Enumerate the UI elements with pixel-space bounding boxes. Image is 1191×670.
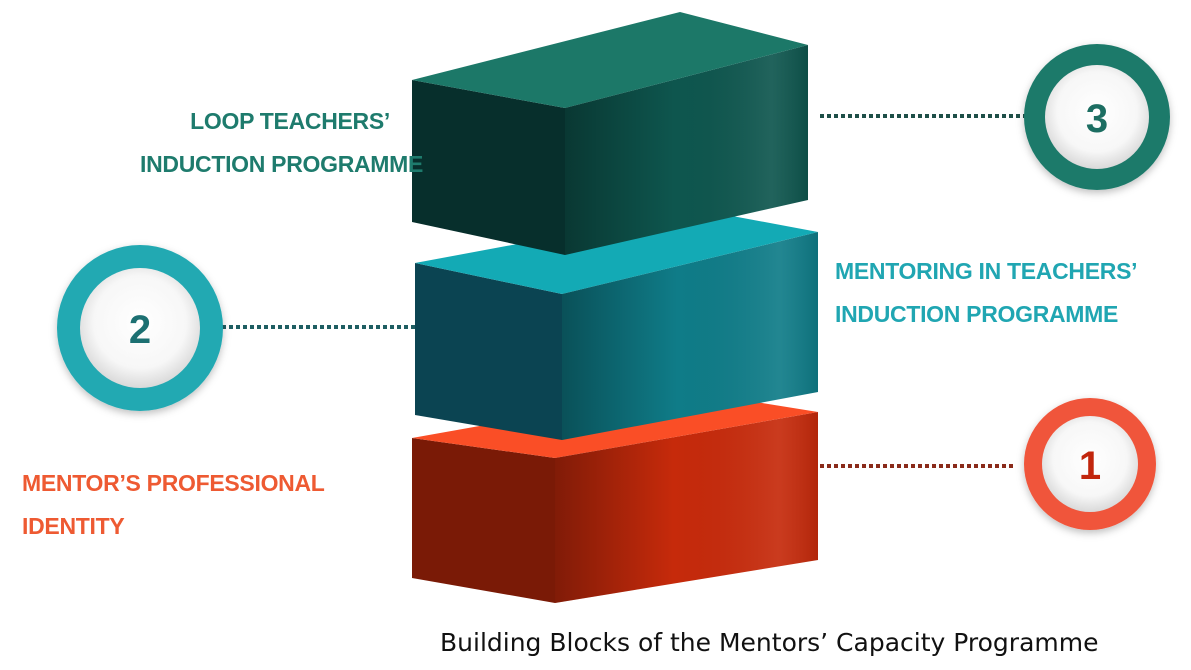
diagram-caption: Building Blocks of the Mentors’ Capacity… [440,628,1099,657]
block-1-side [412,438,555,603]
block-1-label: MENTOR’S PROFESSIONAL IDENTITY [22,462,325,548]
number-badge-2: 2 [57,245,223,411]
block-2-side [415,263,562,440]
badge-3-number: 3 [1086,97,1108,141]
block-2-top [415,210,818,294]
block-3-top [412,12,808,108]
block-2-label: MENTORING IN TEACHERS’ INDUCTION PROGRAM… [835,250,1138,336]
block-2-label-line-1: MENTORING IN TEACHERS’ [835,258,1138,284]
block-1-label-line-2: IDENTITY [22,513,125,539]
block-3-side [412,80,565,255]
badge-2-number: 2 [129,308,151,352]
block-2-label-line-2: INDUCTION PROGRAMME [835,301,1119,327]
block-3-label: LOOP TEACHERS’ INDUCTION PROGRAMME [140,100,424,186]
block-3 [412,12,808,255]
block-3-label-line-1: LOOP TEACHERS’ [190,108,390,134]
badge-1-number: 1 [1079,444,1101,488]
number-badge-3: 3 [1024,44,1170,190]
block-3-label-line-2: INDUCTION PROGRAMME [140,151,424,177]
block-1-label-line-1: MENTOR’S PROFESSIONAL [22,470,325,496]
block-2 [415,210,818,440]
number-badge-1: 1 [1024,398,1156,530]
